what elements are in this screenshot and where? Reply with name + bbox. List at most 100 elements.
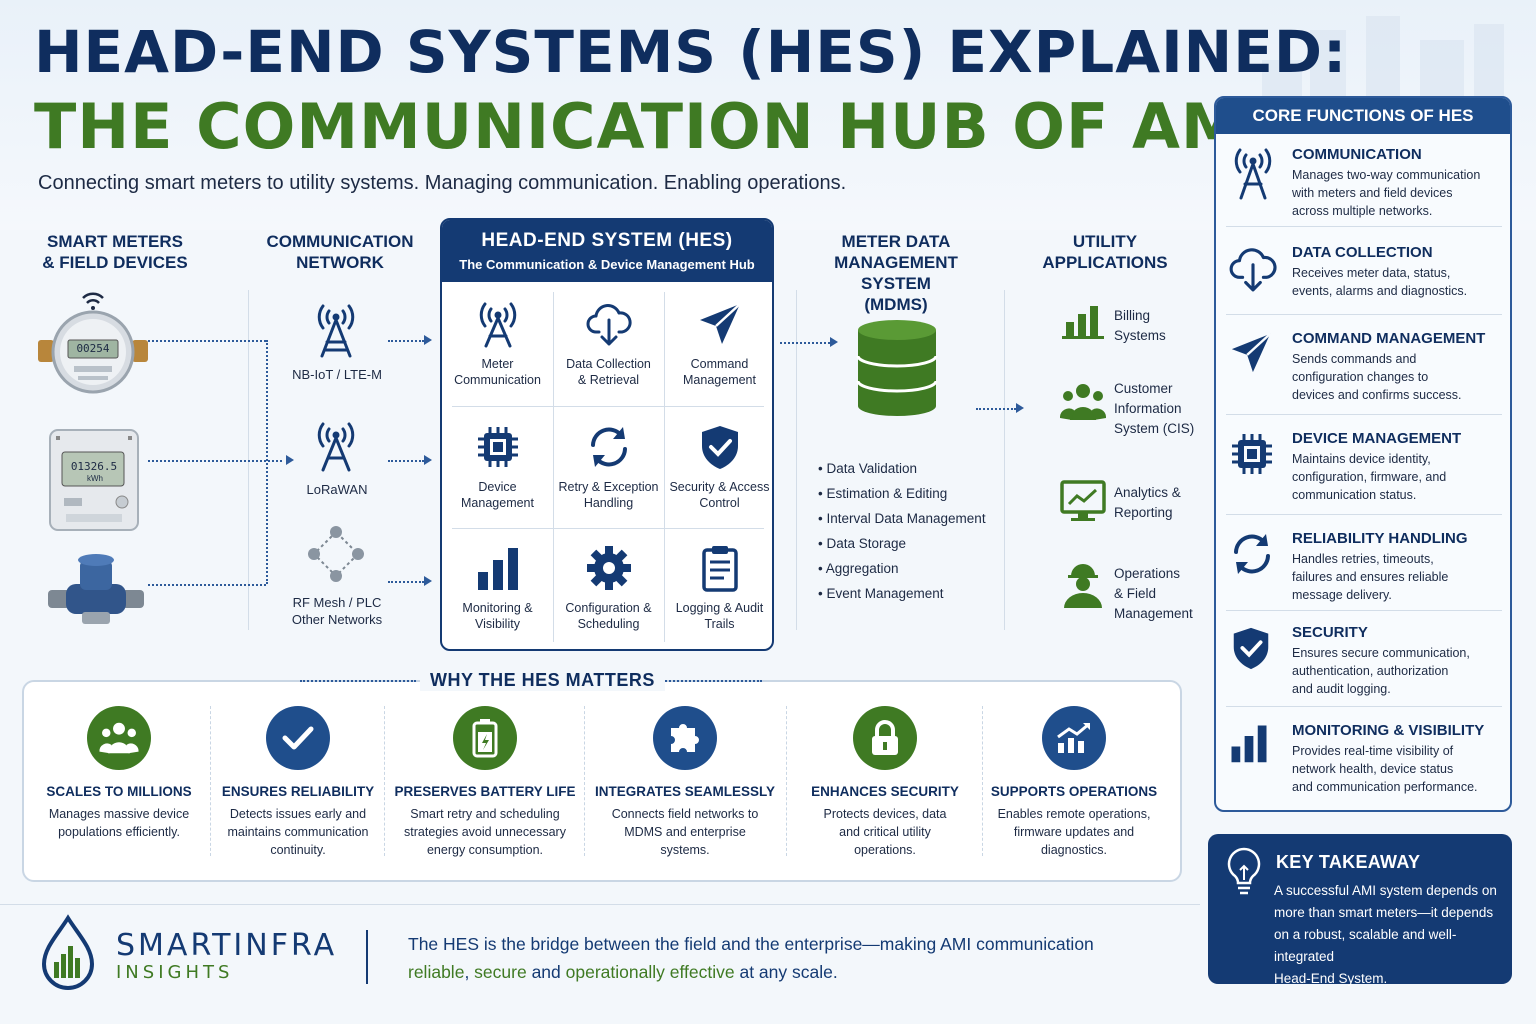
core-item-desc: Handles retries, timeouts,failures and e…: [1292, 550, 1502, 604]
app-label: Reporting: [1114, 505, 1173, 520]
network-label-line: RF Mesh / PLC: [292, 595, 382, 610]
arrow-icon: [424, 335, 432, 345]
bar-chart-icon: [1228, 722, 1278, 772]
people-icon: [87, 706, 151, 770]
clipboard-icon: [696, 544, 744, 592]
desc-line: energy consumption.: [426, 843, 544, 857]
electric-meter-image: [42, 428, 146, 532]
cell-label: Meter: [481, 357, 514, 371]
puzzle-icon: [653, 706, 717, 770]
network-label-line: Other Networks: [291, 612, 383, 627]
refresh-icon: [585, 423, 633, 471]
desc-line: failures and ensures reliable: [1292, 570, 1449, 584]
chip-icon: [1228, 430, 1278, 480]
title-dots: [300, 680, 416, 682]
app-billing: Billing Systems: [1114, 306, 1166, 346]
header-line: APPLICATIONS: [1042, 253, 1168, 272]
hes-header: HEAD-END SYSTEM (HES) The Communication …: [442, 220, 772, 282]
divider: [1226, 226, 1502, 227]
arrow-icon: [1016, 403, 1024, 413]
list-item: Event Management: [818, 581, 986, 606]
database-icon: [852, 318, 942, 418]
core-item-reliability: RELIABILITY HANDLING Handles retries, ti…: [1226, 530, 1502, 610]
cell-label: Logging & Audit: [675, 601, 764, 615]
app-label: System (CIS): [1114, 421, 1195, 436]
cell-label: Command: [690, 357, 749, 371]
header-line: METER DATA: [841, 232, 951, 251]
paper-plane-icon: [1228, 330, 1278, 380]
core-item-title: DEVICE MANAGEMENT: [1292, 430, 1462, 447]
core-item-data-collection: DATA COLLECTION Receives meter data, sta…: [1226, 244, 1502, 314]
desc-line: and audit logging.: [1292, 682, 1391, 696]
core-item-title: COMMAND MANAGEMENT: [1292, 330, 1486, 347]
app-label: & Field: [1114, 586, 1157, 601]
desc-line: Maintains device identity,: [1292, 452, 1431, 466]
desc-line: on a robust, scalable and well-integrate…: [1274, 927, 1457, 964]
antenna-icon: [312, 298, 360, 360]
gear-icon: [585, 544, 633, 592]
cell-label: Visibility: [475, 617, 520, 631]
chip-icon: [474, 423, 522, 471]
cell-label: Data Collection: [566, 357, 651, 371]
electric-meter-unit: kWh: [87, 474, 103, 483]
hes-cell-data-collection: Data Collection & Retrieval: [553, 284, 664, 407]
page-subtitle: Connecting smart meters to utility syste…: [38, 172, 847, 194]
worker-icon: [1060, 560, 1106, 608]
core-item-title: DATA COLLECTION: [1292, 244, 1433, 261]
why-section: [22, 680, 1182, 882]
why-item-title: ENSURES RELIABILITY: [221, 784, 375, 799]
desc-line: Receives meter data, status,: [1292, 266, 1451, 280]
grid-divider: [452, 528, 764, 529]
arrow-icon: [424, 455, 432, 465]
footer-highlight: reliable: [408, 962, 465, 982]
divider: [982, 706, 983, 856]
why-item-title: SCALES TO MILLIONS: [46, 784, 192, 799]
header-line: COMMUNICATION: [266, 232, 414, 251]
connector-line: [148, 460, 282, 462]
cell-label: & Retrieval: [577, 373, 640, 387]
divider: [1226, 706, 1502, 707]
hes-panel: HEAD-END SYSTEM (HES) The Communication …: [440, 218, 774, 651]
core-item-title: SECURITY: [1292, 624, 1368, 641]
column-header-smart-meters: SMART METERS & FIELD DEVICES: [30, 231, 200, 273]
network-label-lorawan: LoRaWAN: [306, 482, 368, 497]
desc-line: Manages massive device: [48, 807, 190, 821]
cell-label: Scheduling: [577, 617, 640, 631]
header-line: MANAGEMENT SYSTEM: [834, 253, 958, 293]
brand-name: SMARTINFRA: [116, 928, 338, 963]
why-item-title: ENHANCES SECURITY: [811, 784, 959, 799]
refresh-icon: [1228, 530, 1278, 580]
desc-line: firmware updates and: [1013, 825, 1135, 839]
desc-line: events, alarms and diagnostics.: [1292, 284, 1468, 298]
shield-check-icon: [696, 423, 744, 471]
cell-label: Monitoring &: [462, 601, 533, 615]
divider: [1226, 610, 1502, 611]
lightbulb-icon: [1224, 846, 1264, 896]
core-item-desc: Ensures secure communication,authenticat…: [1292, 644, 1502, 698]
arrow-icon: [424, 576, 432, 586]
column-divider: [1004, 290, 1005, 630]
list-item: Data Validation: [818, 456, 986, 481]
core-item-desc: Receives meter data, status, events, alar…: [1292, 264, 1502, 300]
app-label: Customer: [1114, 381, 1173, 396]
desc-line: Connects field networks to: [611, 807, 759, 821]
cell-label: Retry & Exception: [558, 480, 659, 494]
battery-icon: [453, 706, 517, 770]
grid-divider: [664, 292, 665, 642]
desc-line: A successful AMI system depends on: [1274, 883, 1497, 898]
page-title-secondary: THE COMMUNICATION HUB OF AMI: [34, 90, 1268, 163]
desc-line: message delivery.: [1292, 588, 1392, 602]
core-item-desc: Maintains device identity,configuration,…: [1292, 450, 1502, 504]
column-header-utility: UTILITY APPLICATIONS: [1030, 231, 1180, 273]
header-line: UTILITY: [1072, 232, 1138, 251]
desc-line: with meters and field devices: [1292, 186, 1453, 200]
brand-tagline: INSIGHTS: [116, 962, 234, 983]
header-line: NETWORK: [296, 253, 384, 272]
desc-line: continuity.: [270, 843, 326, 857]
app-label: Billing: [1114, 308, 1151, 323]
